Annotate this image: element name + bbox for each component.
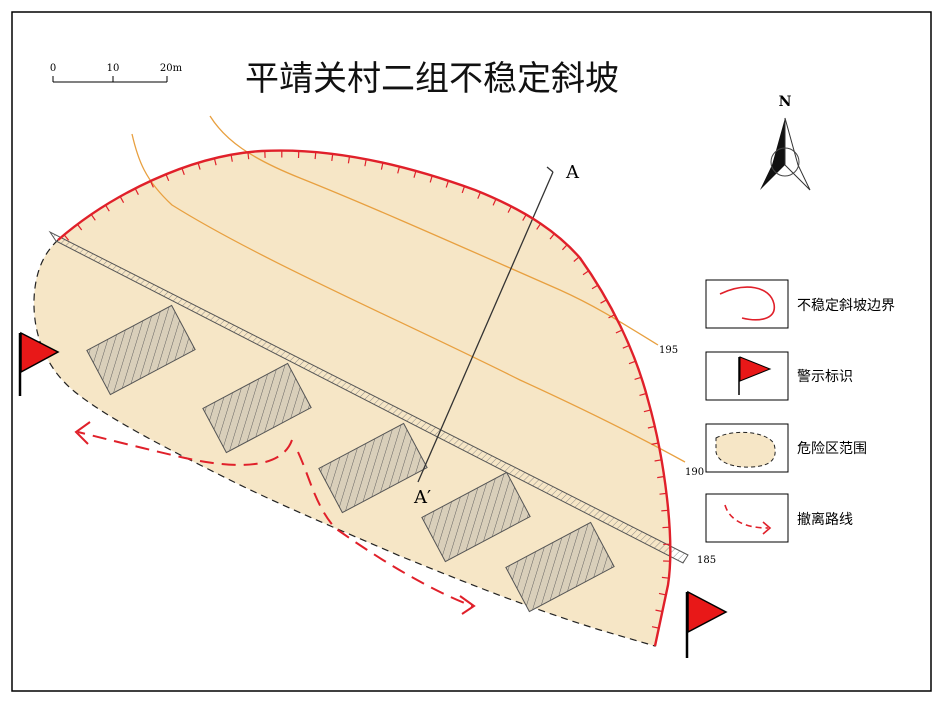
north-label: N: [779, 94, 792, 110]
section-label-a: A: [565, 162, 580, 183]
evacuation-arrowheads: [74, 421, 476, 615]
boundary-tick: [651, 442, 659, 445]
boundary-tick: [119, 196, 125, 203]
boundary-tick: [90, 214, 96, 221]
legend-box-route: [705, 493, 789, 543]
contour-195: [209, 115, 659, 346]
boundary-tick: [647, 425, 655, 429]
boundary-tick: [591, 284, 599, 290]
boundary-tick: [561, 244, 568, 251]
boundary-tick: [507, 206, 512, 213]
boundary-tick: [134, 188, 139, 195]
boundary-tick: [659, 492, 667, 495]
boundary-tick: [247, 152, 250, 160]
section-line-tick: [546, 166, 554, 173]
boundary-tick: [413, 170, 417, 178]
slope-boundary-icon: [719, 286, 775, 321]
boundary-tick: [549, 233, 555, 240]
slope-boundary: [57, 149, 672, 647]
boundary-tick: [661, 509, 669, 512]
boundary-tick: [615, 329, 623, 334]
boundary-tick: [165, 174, 170, 182]
warning-flag-right: [685, 590, 728, 658]
boundary-tick: [477, 191, 481, 199]
building: [318, 422, 428, 514]
boundary-tick: [397, 166, 400, 174]
boundary-tick: [181, 167, 185, 176]
boundary-tick: [331, 153, 334, 161]
building: [86, 304, 196, 396]
boundary-tick: [628, 360, 636, 365]
boundary-tick: [651, 626, 659, 629]
boundary-tick: [197, 162, 201, 170]
legend-label-route: 撤离路线: [797, 511, 853, 528]
boundary-tick: [429, 175, 433, 183]
building: [421, 471, 531, 563]
boundary-tick: [639, 392, 647, 396]
boundary-tick: [380, 162, 384, 170]
boundary-tick: [655, 609, 663, 613]
boundary-tick: [461, 186, 466, 194]
north-arrow-ring: [770, 147, 800, 177]
boundary-tick: [347, 156, 351, 164]
boundary-tick: [643, 409, 651, 413]
warning-flag-left: [18, 331, 60, 396]
boundary-tick: [536, 223, 542, 230]
scale-tick-10: 10: [107, 63, 120, 74]
map-frame: [11, 11, 932, 692]
boundary-tick: [654, 459, 662, 462]
north-arrow: N: [760, 94, 811, 191]
contour-label-190: 190: [685, 467, 704, 478]
warning-flag-icon: [738, 356, 772, 395]
boundary-tick: [213, 158, 217, 166]
north-arrow-left-half: [760, 118, 785, 190]
contour-lines: [131, 115, 686, 463]
arrowhead-west: [74, 421, 91, 445]
boundary-tick: [573, 256, 580, 262]
evacuation-route-south: [297, 451, 473, 607]
boundary-tick: [445, 180, 449, 188]
map-title: 平靖关村二组不稳定斜坡: [245, 59, 619, 99]
legend-label-zone: 危险区范围: [797, 440, 867, 457]
boundary-tick: [492, 198, 497, 206]
boundary-tick: [105, 204, 110, 212]
scale-tick-20: 20m: [160, 63, 183, 74]
boundary-tick: [77, 224, 83, 231]
section-label-a-prime: A′: [413, 487, 431, 508]
boundary-tick: [661, 576, 669, 579]
legend-label-boundary: 不稳定斜坡边界: [797, 298, 895, 314]
boundary-tick: [149, 180, 154, 188]
boundary-tick: [608, 314, 615, 319]
boundary-tick: [582, 270, 590, 276]
building: [202, 362, 312, 454]
boundary-tick: [600, 299, 607, 304]
contour-190: [131, 133, 686, 463]
boundary-tick: [657, 475, 665, 479]
evacuation-route-icon: [724, 504, 772, 535]
boundary-tick: [634, 376, 642, 380]
boundary-tick: [364, 159, 367, 167]
north-arrow-right-half: [784, 117, 811, 191]
boundary-tick: [658, 592, 667, 596]
scale-bar: [52, 76, 168, 83]
legend: 不稳定斜坡边界 警示标识 危险区范围 撤离路线: [705, 279, 895, 543]
scale-tick-0: 0: [50, 63, 56, 74]
boundary-tick: [522, 214, 527, 221]
road: [48, 230, 689, 564]
boundary-tick: [314, 152, 317, 160]
boundary-tick: [622, 344, 630, 349]
contour-label-185: 185: [697, 555, 716, 566]
building: [505, 521, 615, 613]
contour-label-195: 195: [659, 345, 678, 356]
arrowhead-south: [459, 595, 476, 615]
legend-label-flag: 警示标识: [797, 369, 853, 385]
danger-zone-icon: [715, 431, 776, 468]
boundary-tick: [63, 234, 70, 241]
evacuation-route-west: [77, 431, 293, 466]
boundary-tick: [230, 154, 233, 162]
buildings: [86, 304, 615, 613]
evacuation-routes: [77, 431, 473, 607]
section-line: [417, 171, 554, 483]
